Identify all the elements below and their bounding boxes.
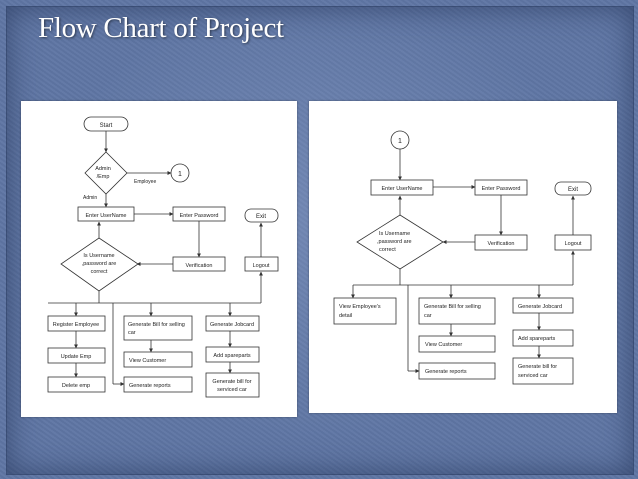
register-employee-label: Register Employee <box>53 322 99 328</box>
left-flowchart-panel: Start Admin /Emp Employee 1 Admin Enter … <box>21 101 297 417</box>
generate-reports-box-right <box>418 362 496 380</box>
logout-label: Logout <box>253 263 270 269</box>
generate-bill-selling-box-right <box>418 297 496 325</box>
logout-label-right: Logout <box>565 241 582 247</box>
verification-label: Verification <box>186 263 213 269</box>
generate-bill-serviced-right-line-1: Generate bill for <box>518 364 557 370</box>
check-line-2: ,password are <box>82 261 117 267</box>
right-flowchart-panel: .arrowlineR { stroke:#333; stroke-width:… <box>309 101 617 413</box>
generate-jobcard-box <box>205 315 260 332</box>
logout-box <box>244 256 279 272</box>
right-flowchart: .arrowlineR { stroke:#333; stroke-width:… <box>333 130 592 385</box>
left-flowchart: Start Admin /Emp Employee 1 Admin Enter … <box>47 116 279 398</box>
slide-title: Flow Chart of Project <box>38 12 284 44</box>
start-label: Start <box>100 123 113 129</box>
check-line-3: correct <box>91 269 108 275</box>
add-spareparts-label: Add spareparts <box>213 353 251 359</box>
check-right-line-2: ,password are <box>377 239 412 245</box>
enter-password-label: Enter Password <box>180 213 219 219</box>
view-employee-line-1: View Employee's <box>339 304 381 310</box>
add-spareparts-label-right: Add spareparts <box>518 336 556 342</box>
enter-username-label: Enter UserName <box>86 213 127 219</box>
update-emp-label: Update Emp <box>61 354 92 360</box>
verification-box-right <box>474 234 528 251</box>
enter-password-label-right: Enter Password <box>482 186 521 192</box>
admin-branch-label: Admin <box>83 195 97 201</box>
view-employee-box <box>333 297 397 325</box>
exit-label-right: Exit <box>568 187 578 193</box>
generate-jobcard-label-right: Generate Jobcard <box>518 304 562 310</box>
enter-username-label-right: Enter UserName <box>382 186 423 192</box>
generate-reports-label: Generate reports <box>129 383 171 389</box>
generate-jobcard-label: Generate Jobcard <box>210 322 254 328</box>
check-line-1: Is Username <box>83 253 114 259</box>
connector-1 <box>170 163 190 183</box>
add-spareparts-box <box>205 346 260 363</box>
check-right-line-3: correct <box>379 247 396 253</box>
connector-1-right-label: 1 <box>398 138 402 145</box>
generate-bill-selling-box <box>123 315 193 341</box>
decision-line-1: Admin <box>95 166 111 172</box>
view-employee-line-2: detail <box>339 313 352 319</box>
delete-emp-label: Delete emp <box>62 383 90 389</box>
exit-terminal-right <box>554 181 592 196</box>
generate-bill-serviced-right-line-2: serviced car <box>518 373 548 379</box>
exit-label: Exit <box>256 214 266 220</box>
generate-bill-selling-line-2: car <box>128 330 136 336</box>
generate-bill-selling-line-1: Generate Bill for selling <box>128 322 185 328</box>
admin-emp-decision <box>84 151 128 195</box>
enter-username-box-right <box>370 179 434 196</box>
view-customer-box-right <box>418 335 496 353</box>
update-emp-box <box>47 347 106 364</box>
connector-1-label: 1 <box>178 171 182 178</box>
delete-emp-box <box>47 376 106 393</box>
generate-bill-selling-right-line-1: Generate Bill for selling <box>424 304 481 310</box>
exit-terminal <box>244 208 279 223</box>
verification-label-right: Verification <box>488 241 515 247</box>
add-spareparts-box-right <box>512 329 574 347</box>
view-customer-label: View Customer <box>129 358 166 364</box>
decision-line-2: /Emp <box>97 174 110 180</box>
view-customer-box <box>123 351 193 368</box>
register-employee-box <box>47 315 106 332</box>
check-right-line-1: Is Username <box>379 231 410 237</box>
generate-bill-serviced-box <box>205 372 260 398</box>
generate-bill-serviced-line-2: serviced car <box>217 387 247 393</box>
generate-reports-label-right: Generate reports <box>425 369 467 375</box>
generate-bill-serviced-line-1: Generate bill for <box>212 379 251 385</box>
generate-bill-serviced-box-right <box>512 357 574 385</box>
view-customer-label-right: View Customer <box>425 342 462 348</box>
employee-branch-label: Employee <box>134 179 156 185</box>
generate-bill-selling-right-line-2: car <box>424 313 432 319</box>
generate-reports-box <box>123 376 193 393</box>
generate-jobcard-box-right <box>512 297 574 314</box>
